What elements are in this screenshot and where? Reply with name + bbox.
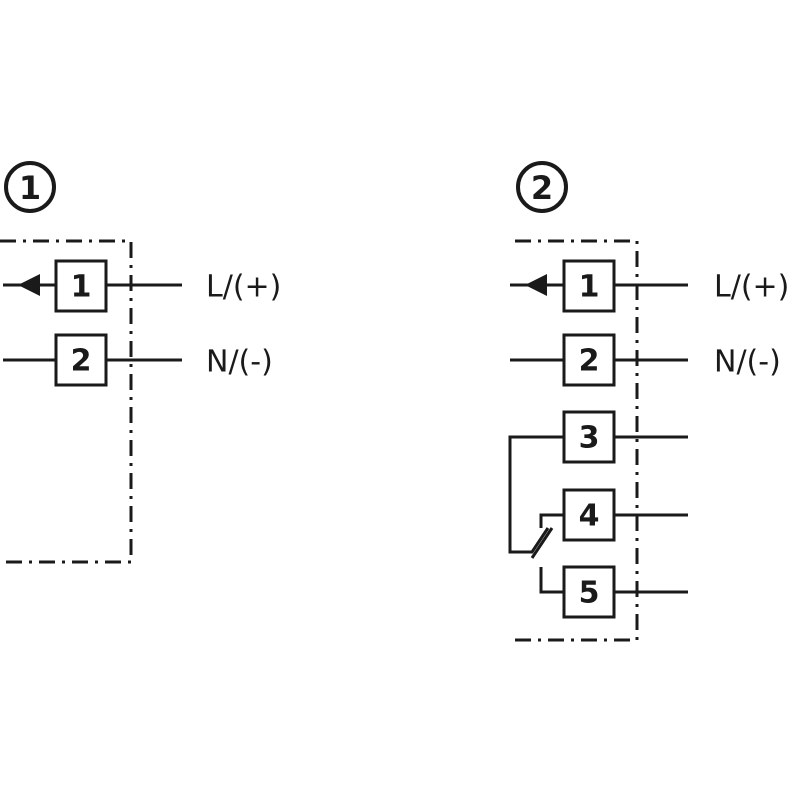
terminal-2: 2 N/(-) — [3, 333, 273, 387]
relay-contact-wiring — [508, 435, 564, 554]
diagram-1: 1 1 L/(+) 2 N/(-) — [0, 161, 281, 564]
svg-text:2: 2 — [531, 169, 553, 207]
relay-switch-blade — [530, 527, 554, 559]
diagram-2: 2 1 L/(+) 2 N/(-) 3 — [508, 161, 789, 642]
svg-text:4: 4 — [579, 499, 600, 534]
terminal-3: 3 — [562, 410, 688, 464]
terminal-label: L/(+) — [206, 270, 281, 305]
svg-text:5: 5 — [579, 576, 600, 611]
arrow-icon — [525, 274, 547, 296]
svg-text:2: 2 — [71, 344, 92, 379]
svg-text:1: 1 — [71, 270, 92, 305]
terminal-1: 1 L/(+) — [3, 259, 281, 313]
terminal-5: 5 — [562, 565, 688, 619]
terminal-2: 2 N/(-) — [510, 333, 781, 387]
terminal-4: 4 — [562, 488, 688, 542]
reference-marker-1: 1 — [4, 161, 56, 213]
device-enclosure — [510, 239, 639, 642]
relay-nc-contact — [539, 567, 564, 594]
svg-text:2: 2 — [579, 344, 600, 379]
terminal-1: 1 L/(+) — [510, 259, 789, 313]
arrow-icon — [18, 274, 40, 296]
terminal-label: N/(-) — [206, 345, 273, 380]
svg-text:1: 1 — [579, 270, 600, 305]
svg-text:1: 1 — [19, 169, 41, 207]
terminal-label: L/(+) — [714, 270, 789, 305]
terminal-label: N/(-) — [714, 345, 781, 380]
svg-text:3: 3 — [579, 421, 600, 456]
reference-marker-2: 2 — [516, 161, 568, 213]
relay-no-contact — [539, 513, 564, 528]
